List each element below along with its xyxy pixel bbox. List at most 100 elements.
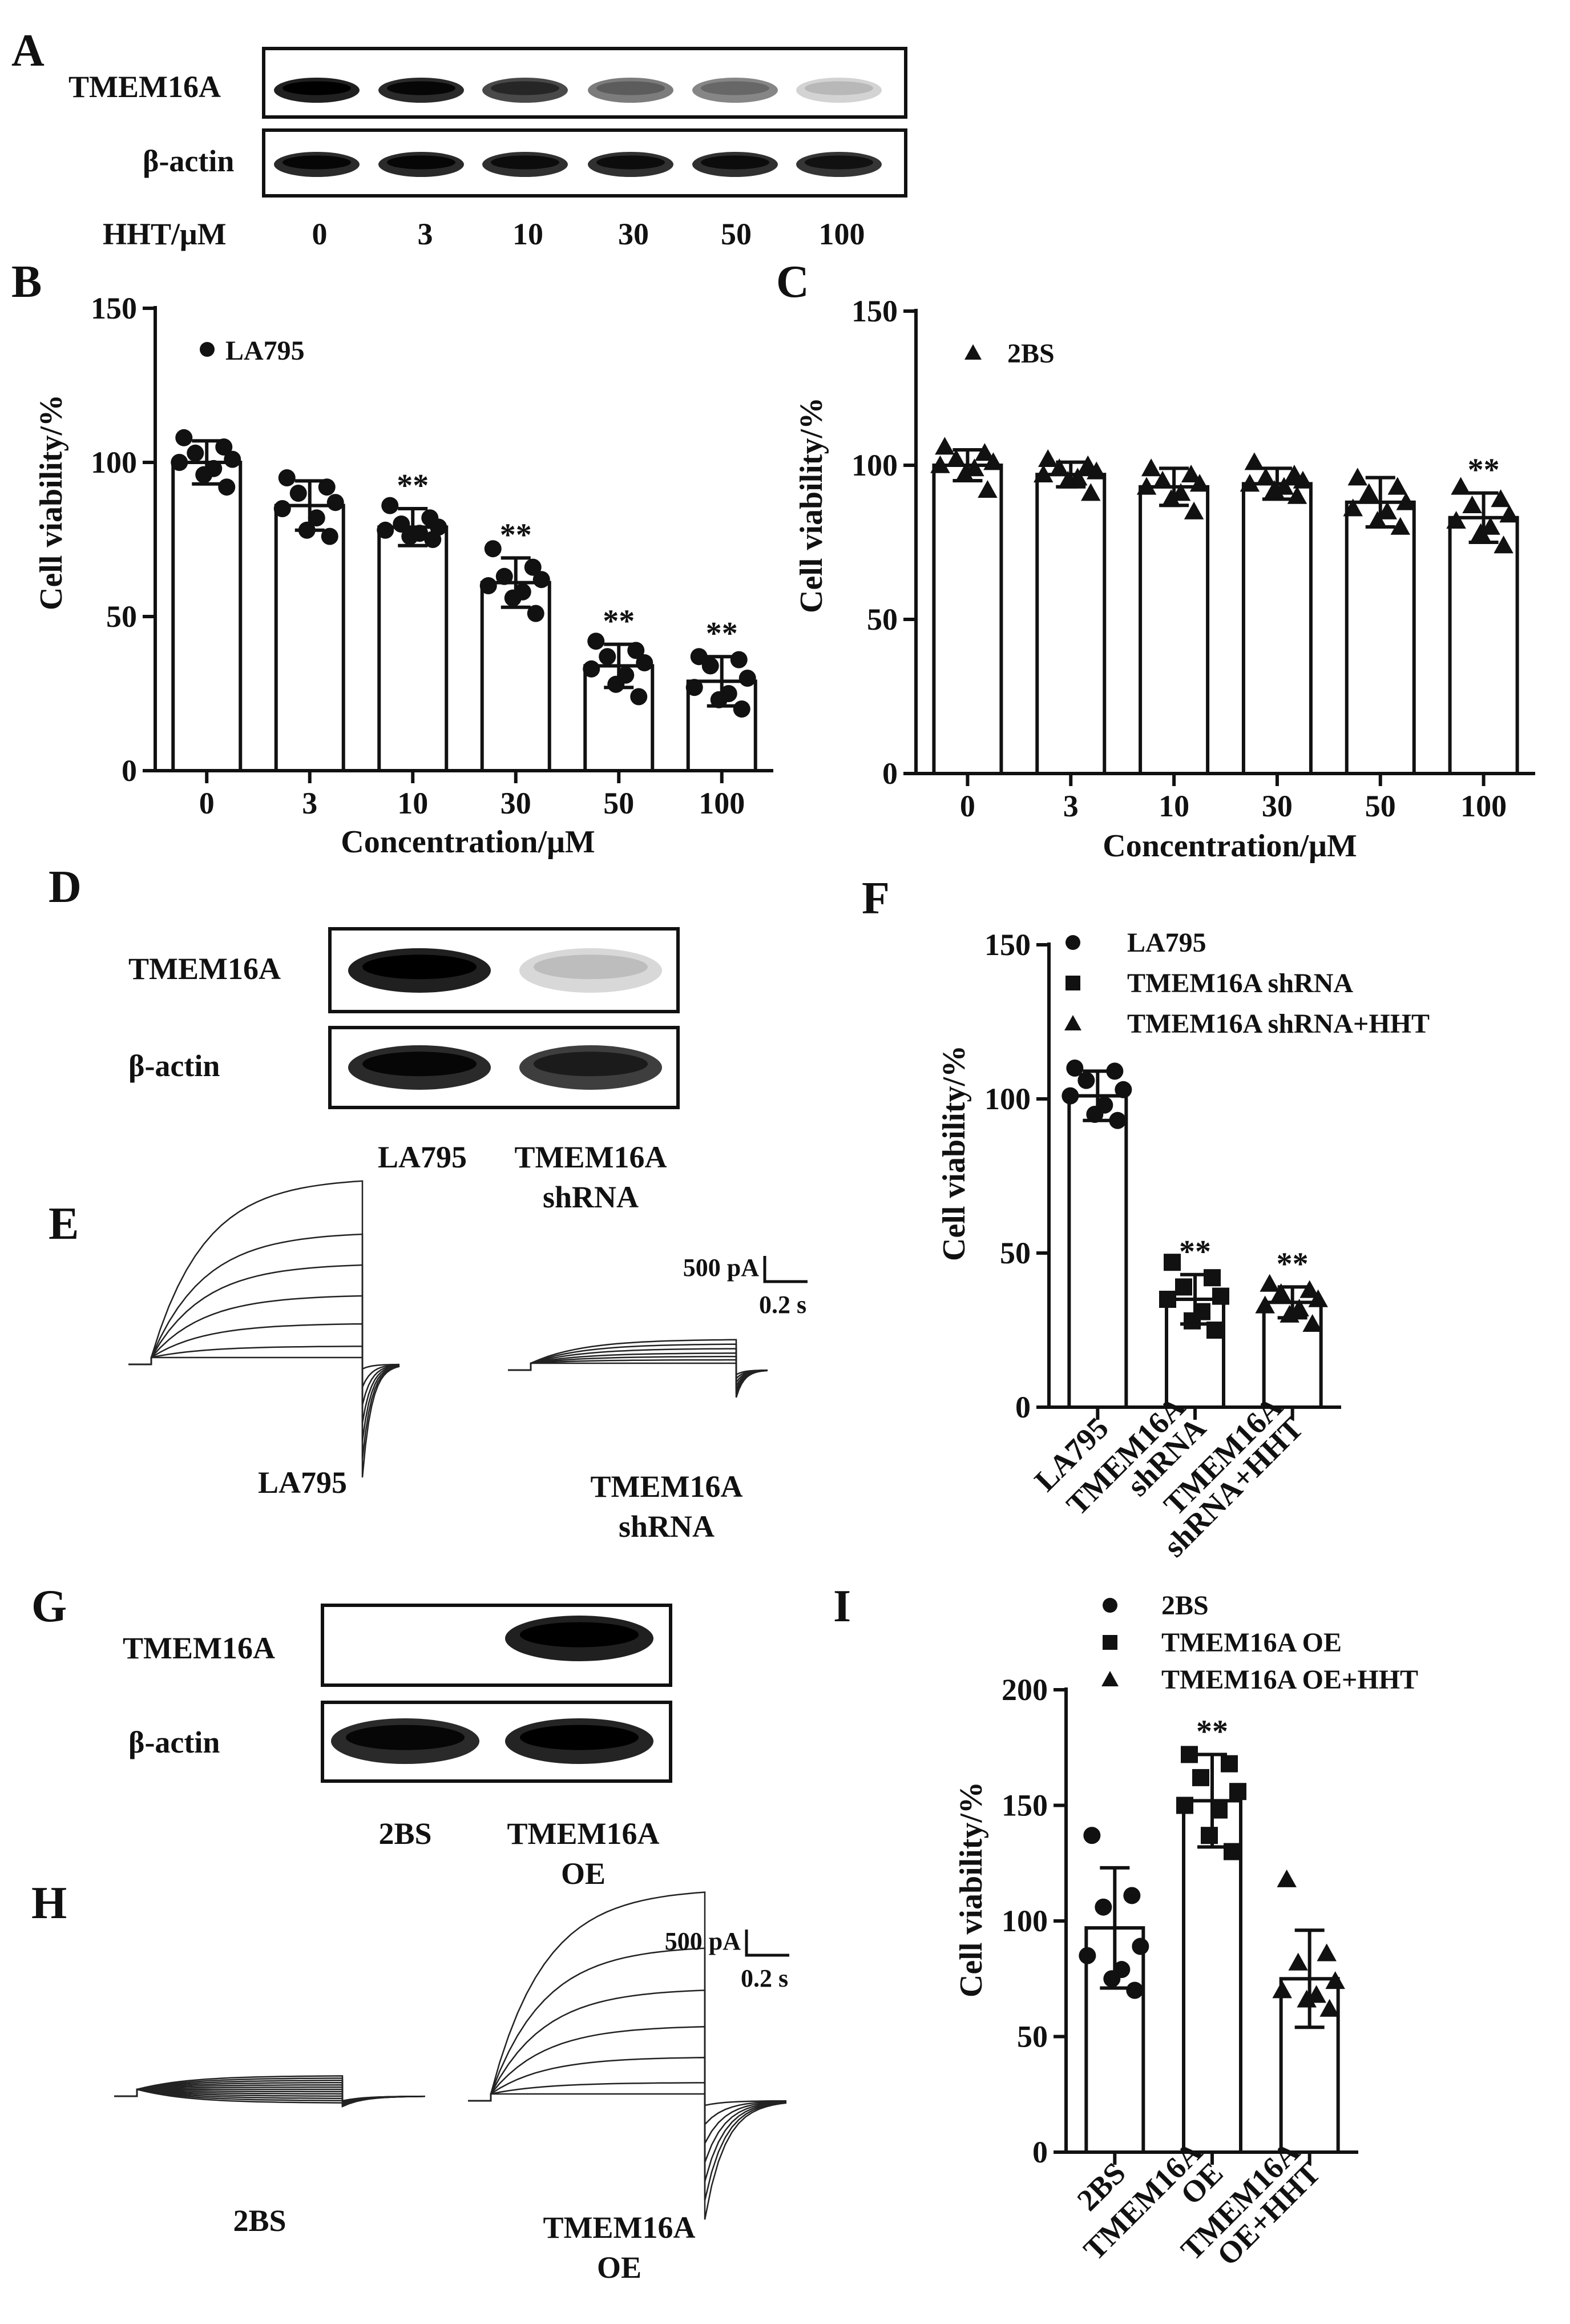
- chart-B-data-point: [326, 494, 344, 511]
- chart-B-bar: [274, 504, 345, 772]
- chart-C-data-point: [983, 452, 1003, 470]
- blot-a-label-actin: β-actin: [143, 144, 234, 178]
- blot-d-lane-label-tmem16a: TMEM16A: [515, 1140, 667, 1174]
- chart-F-data-point: [1159, 1291, 1176, 1308]
- blot-a-lane-label: 50: [721, 217, 752, 251]
- chart-B-data-point: [289, 485, 307, 502]
- chart-B-data-point: [278, 469, 296, 486]
- chart-I-data-point: [1079, 1947, 1096, 1964]
- chart-C-data-point: [1494, 535, 1514, 554]
- chart-C-bar: [1448, 515, 1519, 775]
- chart-B-x-tick-label: 50: [603, 786, 634, 820]
- panel-letter-d: D: [49, 862, 82, 912]
- chart-b-legend-label: LA795: [225, 336, 305, 366]
- chart-F-legend-marker: [1065, 976, 1080, 990]
- chart-C-data-point: [935, 437, 955, 455]
- chart-I-data-point: [1176, 1797, 1193, 1814]
- chart-C-data-point: [1359, 483, 1379, 501]
- chart-F-data-point: [1066, 1060, 1084, 1077]
- chart-F-data-point: [1077, 1072, 1095, 1089]
- scale-bar-e-current: 500 pA: [683, 1254, 759, 1282]
- chart-C-data-point: [1491, 489, 1511, 508]
- blotG-bands-band-core: [520, 1622, 639, 1648]
- traceE1-sweep: [128, 1346, 400, 1388]
- chart-B-x-tick-label: 30: [501, 786, 531, 820]
- chart-C-x-tick-label: 3: [1063, 789, 1079, 823]
- chart-B-data-point: [215, 438, 233, 456]
- chart-B-data-point: [495, 567, 513, 585]
- chart-B-data-point: [321, 527, 338, 545]
- blotA-bands-band-core: [387, 155, 455, 170]
- blot-d-label-tmem16a: TMEM16A: [128, 952, 281, 986]
- chart-I-y-tick-label: 0: [1032, 2135, 1048, 2169]
- traceE2-sweep: [508, 1339, 768, 1398]
- chart-B-x-tick-label: 100: [699, 786, 745, 820]
- chart-I-data-point: [1297, 1989, 1317, 2008]
- chart-F-legend-marker: [1064, 1015, 1081, 1030]
- blot-a-frame-tmem16a: [262, 47, 907, 119]
- patch-clamp-traces-h: 500 pA 0.2 s 2BS TMEM16A OE: [114, 1891, 789, 2285]
- blotA-bands-band-core: [805, 81, 873, 95]
- chart-C-data-point: [1293, 470, 1313, 489]
- chart-B-significance: **: [706, 616, 738, 651]
- scale-bar-e-lines: [763, 1256, 808, 1283]
- traceE1-sweep: [128, 1295, 400, 1424]
- panel-letter-e: E: [49, 1199, 79, 1249]
- chart-F-data-point: [1184, 1312, 1201, 1330]
- chart-F-data-point: [1289, 1298, 1309, 1316]
- traceH2-sweep: [468, 1891, 787, 2220]
- chart-B-significance: **: [397, 468, 429, 504]
- chart-C-data-point: [1141, 458, 1161, 477]
- chart-C-bar: [1241, 482, 1313, 776]
- chart-B-data-point: [401, 527, 419, 545]
- traceH2-sweep: [468, 2056, 787, 2146]
- chart-f-ylabel: Cell viability/%: [937, 1045, 972, 1261]
- blotA-bands-band-core: [282, 81, 351, 95]
- chart-i-legend-label: TMEM16A OE: [1161, 1628, 1342, 1658]
- chart-C-data-point: [1184, 501, 1204, 519]
- chart-B-data-point: [187, 444, 204, 462]
- chart-b-xlabel: Concentration/μM: [341, 824, 595, 860]
- chart-I-data-point: [1229, 1783, 1246, 1801]
- chart-I-data-point: [1325, 1971, 1345, 1989]
- western-blot-g: TMEM16A β-actin 2BS TMEM16A OE: [123, 1604, 672, 1891]
- blot-d-lane-label-shrna: shRNA: [543, 1180, 639, 1214]
- chart-F-data-point: [1175, 1278, 1192, 1296]
- chart-C-data-point: [1244, 452, 1265, 470]
- chart-C-x-tick-label: 10: [1159, 789, 1189, 823]
- blotA-bands-band-core: [805, 155, 873, 170]
- chart-F-legend-marker: [1065, 935, 1080, 950]
- chart-C-data-point: [1038, 449, 1058, 467]
- chart-C-data-point: [1287, 486, 1307, 504]
- chart-I-data-point: [1123, 1887, 1141, 1904]
- traceH2-sweep: [468, 1947, 787, 2201]
- chart-C-data-point: [1050, 458, 1069, 477]
- blotG-bands-band-core: [520, 1725, 639, 1750]
- chart-B-data-point: [175, 429, 193, 446]
- blotA-bands-band-core: [701, 155, 769, 170]
- chart-B-bar: [171, 461, 243, 772]
- blot-a-label-tmem16a: TMEM16A: [68, 70, 221, 104]
- patch-clamp-traces-e: 500 pA 0.2 s LA795 TMEM16A shRNA: [128, 1180, 808, 1544]
- chart-C-data-point: [1377, 501, 1397, 519]
- blot-a-lane-label: 3: [418, 217, 433, 251]
- chart-B-data-point: [479, 577, 497, 594]
- chart-B-x-tick-label: 3: [302, 786, 317, 820]
- chart-F-y-tick-label: 50: [1000, 1236, 1031, 1270]
- chart-I-data-point: [1221, 1755, 1238, 1773]
- chart-I-data-point: [1201, 1827, 1218, 1844]
- chart-f-legend-label: TMEM16A shRNA+HHT: [1127, 1009, 1430, 1039]
- chart-F-data-point: [1299, 1280, 1319, 1298]
- chart-F-data-point: [1062, 1087, 1079, 1105]
- chart-C-bar: [1035, 473, 1107, 775]
- chart-F-data-point: [1302, 1314, 1322, 1332]
- chart-C-data-point: [1390, 517, 1410, 535]
- chart-C-data-point: [978, 480, 998, 498]
- blot-g-lane-label-2bs: 2BS: [378, 1816, 431, 1851]
- chart-B-data-point: [607, 675, 625, 693]
- chart-F-data-point: [1255, 1295, 1275, 1314]
- chart-b-cell-viability-la795: Cell viability/% Concentration/μM LA795 …: [34, 291, 773, 860]
- chart-B-legend-marker: [200, 342, 215, 357]
- chart-B-data-point: [599, 648, 616, 666]
